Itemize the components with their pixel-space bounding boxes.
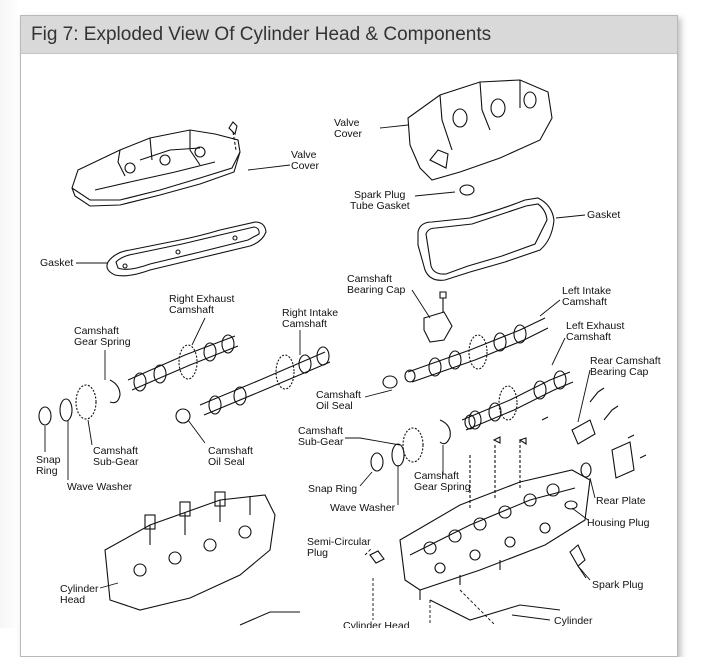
cylinder-head-right-part (369, 440, 591, 621)
gasket-left-label: Gasket (40, 257, 73, 269)
left-exhaust-camshaft-part (461, 370, 574, 431)
cylinder-bottom-right-label: Cylinder (554, 615, 593, 627)
left-intake-camshaft-part (382, 317, 549, 389)
gasket-right-label: Gasket (587, 209, 620, 221)
wave-washer-right-label: Wave Washer (330, 502, 396, 514)
camshaft-bearing-cap-part (423, 291, 453, 343)
valve-cover-left-part (71, 121, 241, 207)
right-gear-stack-part (370, 419, 451, 472)
gasket-right-part (417, 197, 555, 281)
right-exhaust-camshaft-part (127, 334, 239, 392)
right-intake-camshaft-part (175, 346, 331, 424)
cylinder-head-left-part (104, 491, 300, 626)
gasket-left-part (106, 221, 267, 277)
leader-lines (44, 124, 596, 626)
figure-title-bar: Fig 7: Exploded View Of Cylinder Head & … (21, 16, 677, 54)
snap-ring-right-label: Snap Ring (308, 483, 357, 495)
valve-cover-right-part (407, 79, 553, 196)
spark-plug-label: Spark Plug (592, 579, 644, 591)
page-edge-shadow (0, 0, 20, 628)
left-gear-stack-part (38, 379, 121, 426)
rear-plate-label: Rear Plate (596, 495, 646, 507)
figure-title: Fig 7: Exploded View Of Cylinder Head & … (31, 24, 492, 45)
housing-plug-label: Housing Plug (587, 517, 650, 529)
figure-frame: Fig 7: Exploded View Of Cylinder Head & … (20, 15, 678, 657)
cylinder-head-bottom-label: Cylinder Head (343, 620, 410, 628)
wave-washer-left-label: Wave Washer (67, 481, 133, 493)
rear-components-part (492, 387, 647, 579)
